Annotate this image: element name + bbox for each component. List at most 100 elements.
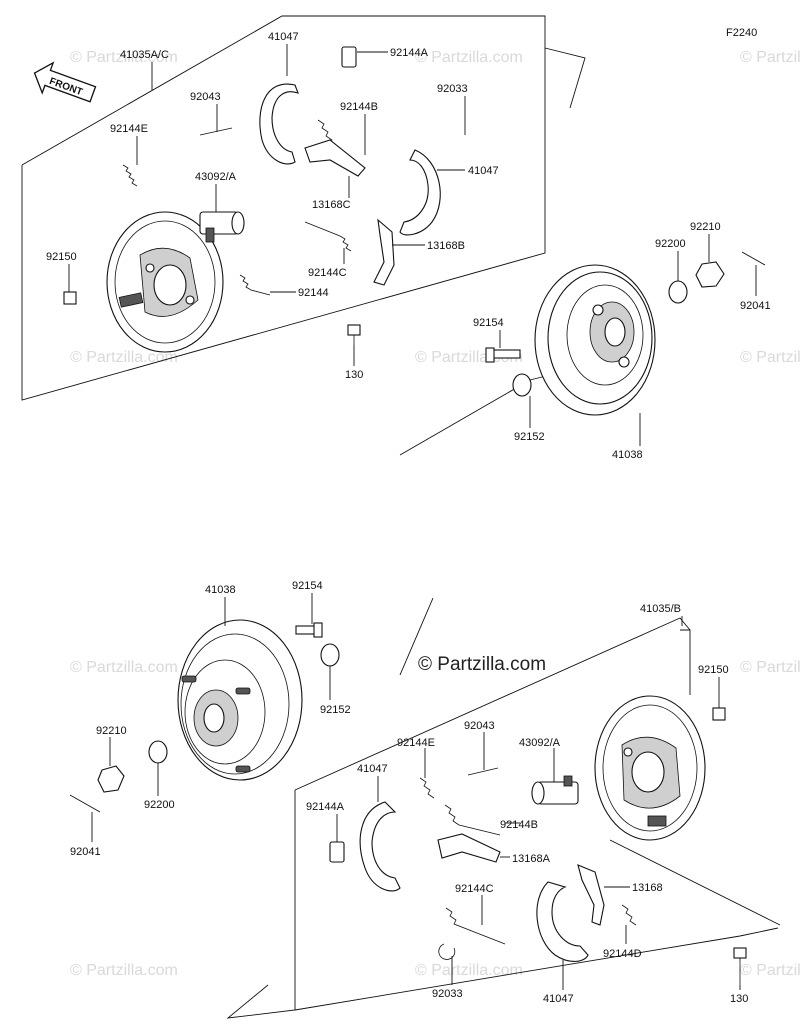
label-92154: 92154 <box>473 317 504 329</box>
label-92033: 92033 <box>437 83 468 95</box>
label-92144b: 92144B <box>500 819 538 831</box>
label-92210: 92210 <box>690 221 721 233</box>
bottom-spring-e <box>419 777 435 799</box>
label-13168b: 13168B <box>427 240 465 252</box>
label-92144d: 92144D <box>603 948 642 960</box>
watermark-faint: © Partzilla.com <box>740 659 800 676</box>
bottom-clip-92033 <box>438 943 456 960</box>
top-bolt-92154 <box>485 347 521 363</box>
bottom-washer-92200 <box>148 740 168 764</box>
watermark-faint: © Partzilla.com <box>740 962 800 979</box>
top-brake-drum <box>534 264 656 416</box>
label-92210: 92210 <box>96 725 127 737</box>
label-92144c: 92144C <box>308 267 347 279</box>
top-assembly: 41035A/C 41047 92144A 92043 92144B 92033… <box>21 15 771 461</box>
label-13168: 13168 <box>632 882 663 894</box>
label-13168c: 13168C <box>312 199 351 211</box>
top-wheel-cylinder <box>199 211 245 243</box>
watermark-faint: © Partzilla.com <box>70 659 178 676</box>
top-backing-plate <box>106 211 224 353</box>
label-43092-a: 43092/A <box>519 737 561 749</box>
top-spring-c <box>304 221 352 252</box>
top-shoe-clip <box>341 46 357 68</box>
label-41038: 41038 <box>612 449 643 461</box>
bottom-spring-c <box>445 907 506 945</box>
watermark-faint: © Partzilla.com <box>740 49 800 66</box>
label-92200: 92200 <box>655 238 686 250</box>
watermark-faint: © Partzilla.com <box>70 49 178 66</box>
watermarks: © Partzilla.com © Partzilla.com © Partzi… <box>70 49 800 979</box>
label-92144e: 92144E <box>397 737 435 749</box>
label-92152: 92152 <box>320 704 351 716</box>
bottom-backing-plate <box>594 695 706 841</box>
watermark-faint: © Partzilla.com <box>415 962 523 979</box>
label-92152: 92152 <box>514 431 545 443</box>
watermark-faint: © Partzilla.com <box>415 49 523 66</box>
watermark-faint: © Partzilla.com <box>70 962 178 979</box>
bottom-bleeder-screw <box>733 947 747 985</box>
label-130: 130 <box>730 993 748 1005</box>
top-spring-e <box>122 164 138 187</box>
bottom-bolt-92154 <box>295 622 323 638</box>
top-washer-92152 <box>512 373 532 397</box>
bottom-lever-13168a <box>437 833 501 863</box>
top-washer-92200 <box>668 280 688 304</box>
watermark-faint: © Partzilla.com <box>70 349 178 366</box>
label-92144: 92144 <box>298 287 329 299</box>
label-41035a-c: 41035A/C <box>120 49 169 61</box>
bottom-cotter-pin <box>69 794 101 813</box>
bottom-brake-shoe-b <box>536 881 589 962</box>
label-92150: 92150 <box>698 664 729 676</box>
label-41047: 41047 <box>543 993 574 1005</box>
top-pin <box>199 127 233 136</box>
bottom-nut-92210 <box>97 765 125 793</box>
label-92144c: 92144C <box>455 883 494 895</box>
label-41038: 41038 <box>205 584 236 596</box>
bottom-bolt-92150 <box>712 707 726 721</box>
label-41047: 41047 <box>357 763 388 775</box>
top-bolt-92150 <box>63 291 77 305</box>
bottom-leader-lines <box>91 593 741 990</box>
label-13168a: 13168A <box>512 853 551 865</box>
watermark-main: © Partzilla.com <box>418 654 546 675</box>
bottom-washer-92152 <box>320 643 340 667</box>
label-92150: 92150 <box>46 251 77 263</box>
top-lever-b <box>373 218 395 286</box>
top-brake-shoe-b <box>399 149 441 236</box>
bottom-assembly: 41038 92154 41035/B 92150 92152 92210 92… <box>69 580 781 1019</box>
bottom-wheel-cylinder <box>531 775 579 805</box>
label-43092-a: 43092/A <box>195 171 237 183</box>
bottom-brake-shoe-a <box>359 801 401 892</box>
bottom-spring-d <box>621 904 637 926</box>
label-92144e: 92144E <box>110 123 148 135</box>
bottom-brake-drum <box>177 619 303 781</box>
label-41047: 41047 <box>268 31 299 43</box>
top-leader-lines <box>68 44 757 446</box>
label-92043: 92043 <box>190 91 221 103</box>
label-92041: 92041 <box>70 846 101 858</box>
bottom-pin <box>467 767 499 776</box>
bottom-shoe-clip <box>329 841 345 863</box>
label-92043: 92043 <box>464 720 495 732</box>
label-92033: 92033 <box>432 988 463 1000</box>
top-nut-92210 <box>695 261 725 288</box>
label-92144a: 92144A <box>390 47 429 59</box>
figure-code: F2240 <box>726 27 757 39</box>
bottom-spring-b <box>444 804 501 836</box>
watermark-faint: © Partzilla.com <box>740 349 800 366</box>
label-92144a: 92144A <box>306 801 345 813</box>
label-41035-b: 41035/B <box>640 603 681 615</box>
label-92200: 92200 <box>144 799 175 811</box>
bottom-lever-13168 <box>577 864 605 926</box>
top-bleeder-screw <box>347 324 361 345</box>
label-92154: 92154 <box>292 580 323 592</box>
top-cotter-pin <box>741 251 766 266</box>
label-130: 130 <box>345 369 363 381</box>
label-41047: 41047 <box>468 165 499 177</box>
label-92144b: 92144B <box>340 101 378 113</box>
top-spring <box>239 274 271 296</box>
top-brake-shoe-a <box>259 83 299 165</box>
top-lever-c <box>304 139 366 177</box>
label-92041: 92041 <box>740 300 771 312</box>
